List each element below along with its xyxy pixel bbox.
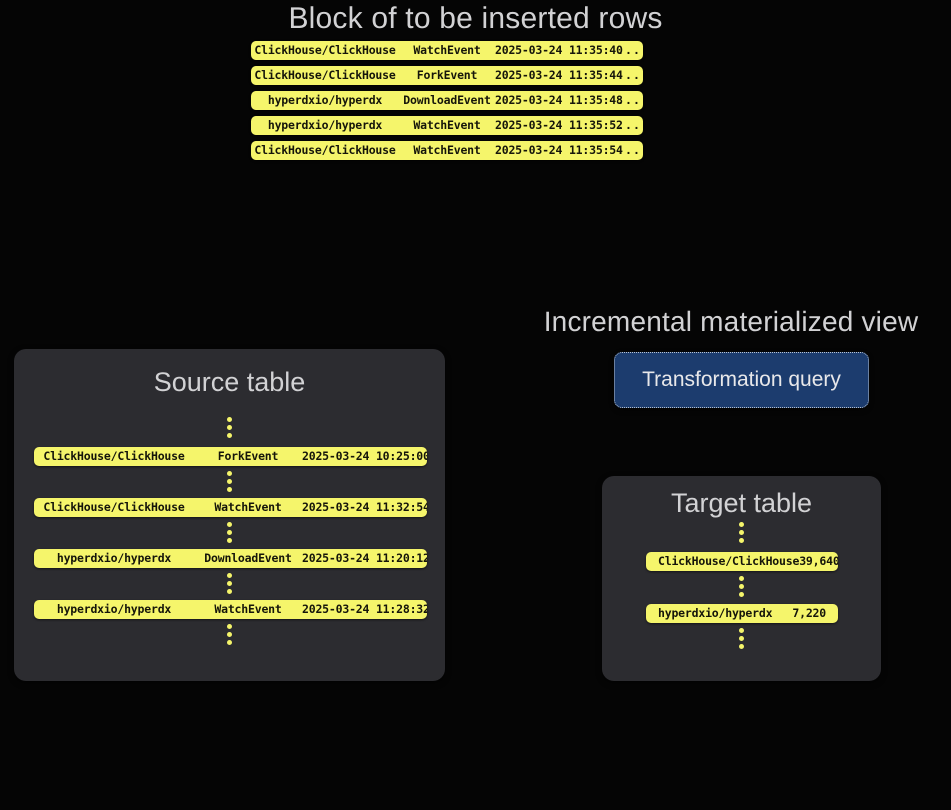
- row-event: ForkEvent: [217, 449, 279, 463]
- block-row: ClickHouse/ClickHouse WatchEvent 2025-03-2…: [251, 41, 643, 60]
- ellipsis-dot: [227, 522, 232, 527]
- ellipsis-dot: [739, 538, 744, 543]
- ellipsis-dot: [227, 417, 232, 422]
- row-timestamp: 2025-03-24 11:28:32: [302, 602, 427, 616]
- row-more: ...: [617, 118, 641, 132]
- source-row: ClickHouse/ClickHouse WatchEvent 2025-03-2…: [34, 498, 427, 517]
- row-event: WatchEvent: [413, 143, 481, 157]
- row-event: WatchEvent: [214, 602, 282, 616]
- source-table-title: Source table: [153, 367, 306, 397]
- source-row: hyperdxio/hyperdx DownloadEvent 2025-03-24…: [34, 549, 427, 568]
- ellipsis-dot: [227, 471, 232, 476]
- source-row: ClickHouse/ClickHouse ForkEvent 2025-03-24…: [34, 447, 427, 466]
- source-table-panel: Source table ClickHouse/ClickHouse ForkEv…: [14, 349, 445, 681]
- row-repo: ClickHouse/ClickHouse: [254, 143, 396, 157]
- ellipsis-dot: [227, 433, 232, 438]
- row-timestamp: 2025-03-24 11:32:54: [302, 500, 427, 514]
- ellipsis-dot: [227, 538, 232, 543]
- row-timestamp: 2025-03-24 11:35:48: [495, 93, 623, 107]
- row-repo: hyperdxio/hyperdx: [56, 551, 172, 565]
- row-repo: hyperdxio/hyperdx: [658, 606, 773, 620]
- ellipsis-dot: [227, 530, 232, 535]
- ellipsis-dot: [227, 632, 232, 637]
- row-count: 39,640: [799, 554, 838, 568]
- row-more: ...: [424, 549, 427, 568]
- row-timestamp: 2025-03-24 11:35:54: [495, 143, 623, 157]
- row-count: 7,220: [792, 606, 826, 620]
- row-repo: ClickHouse/ClickHouse: [658, 554, 800, 568]
- block-of-rows-title: Block of to be inserted rows: [288, 2, 663, 35]
- row-more: ...: [424, 600, 427, 619]
- row-repo: ClickHouse/ClickHouse: [254, 43, 396, 57]
- block-row: hyperdxio/hyperdx DownloadEvent 2025-03-24…: [251, 91, 643, 110]
- ellipsis-dot: [227, 589, 232, 594]
- ellipsis-dot: [227, 624, 232, 629]
- ellipsis-dot: [739, 522, 744, 527]
- source-row: hyperdxio/hyperdx WatchEvent 2025-03-24 11…: [34, 600, 427, 619]
- row-event: DownloadEvent: [204, 551, 292, 565]
- row-event: ForkEvent: [416, 68, 478, 82]
- row-repo: ClickHouse/ClickHouse: [43, 500, 185, 514]
- source-ellipsis: [226, 573, 233, 594]
- target-ellipsis: [738, 628, 745, 649]
- transformation-query-label: Transformation query: [642, 368, 841, 391]
- ellipsis-dot: [227, 425, 232, 430]
- ellipsis-dot: [739, 530, 744, 535]
- row-timestamp: 2025-03-24 10:25:00: [302, 449, 427, 463]
- ellipsis-dot: [227, 479, 232, 484]
- row-event: WatchEvent: [214, 500, 282, 514]
- ellipsis-dot: [227, 581, 232, 586]
- block-row: ClickHouse/ClickHouse ForkEvent 2025-03-24…: [251, 66, 643, 85]
- row-repo: ClickHouse/ClickHouse: [43, 449, 185, 463]
- row-event: WatchEvent: [413, 118, 481, 132]
- row-repo: ClickHouse/ClickHouse: [254, 68, 396, 82]
- row-repo: hyperdxio/hyperdx: [267, 118, 383, 132]
- block-row: ClickHouse/ClickHouse WatchEvent 2025-03-2…: [251, 141, 643, 160]
- row-more: ...: [617, 143, 641, 157]
- target-table-title: Target table: [670, 488, 813, 518]
- block-row: hyperdxio/hyperdx WatchEvent 2025-03-24 11…: [251, 116, 643, 135]
- source-ellipsis: [226, 417, 233, 438]
- row-more: ...: [617, 93, 641, 107]
- transformation-query-box[interactable]: Transformation query: [614, 352, 869, 408]
- row-event: DownloadEvent: [403, 93, 491, 107]
- ellipsis-dot: [739, 644, 744, 649]
- ellipsis-dot: [739, 576, 744, 581]
- row-more: ...: [424, 498, 427, 517]
- row-timestamp: 2025-03-24 11:35:44: [495, 68, 623, 82]
- row-repo: hyperdxio/hyperdx: [56, 602, 172, 616]
- row-event: WatchEvent: [413, 43, 481, 57]
- row-more: ...: [424, 447, 427, 466]
- row-timestamp: 2025-03-24 11:35:40: [495, 43, 623, 57]
- source-ellipsis: [226, 471, 233, 492]
- ellipsis-dot: [739, 584, 744, 589]
- ellipsis-dot: [739, 628, 744, 633]
- row-more: ...: [617, 43, 641, 57]
- ellipsis-dot: [739, 592, 744, 597]
- incremental-materialized-view-title: Incremental materialized view: [543, 306, 919, 337]
- row-timestamp: 2025-03-24 11:35:52: [495, 118, 623, 132]
- source-ellipsis: [226, 522, 233, 543]
- target-ellipsis: [738, 522, 745, 543]
- ellipsis-dot: [227, 640, 232, 645]
- target-row: hyperdxio/hyperdx 7,220: [646, 604, 838, 623]
- ellipsis-dot: [739, 636, 744, 641]
- source-ellipsis: [226, 624, 233, 645]
- ellipsis-dot: [227, 573, 232, 578]
- ellipsis-dot: [227, 487, 232, 492]
- row-timestamp: 2025-03-24 11:20:12: [302, 551, 427, 565]
- row-repo: hyperdxio/hyperdx: [267, 93, 383, 107]
- target-ellipsis: [738, 576, 745, 597]
- row-more: ...: [617, 68, 641, 82]
